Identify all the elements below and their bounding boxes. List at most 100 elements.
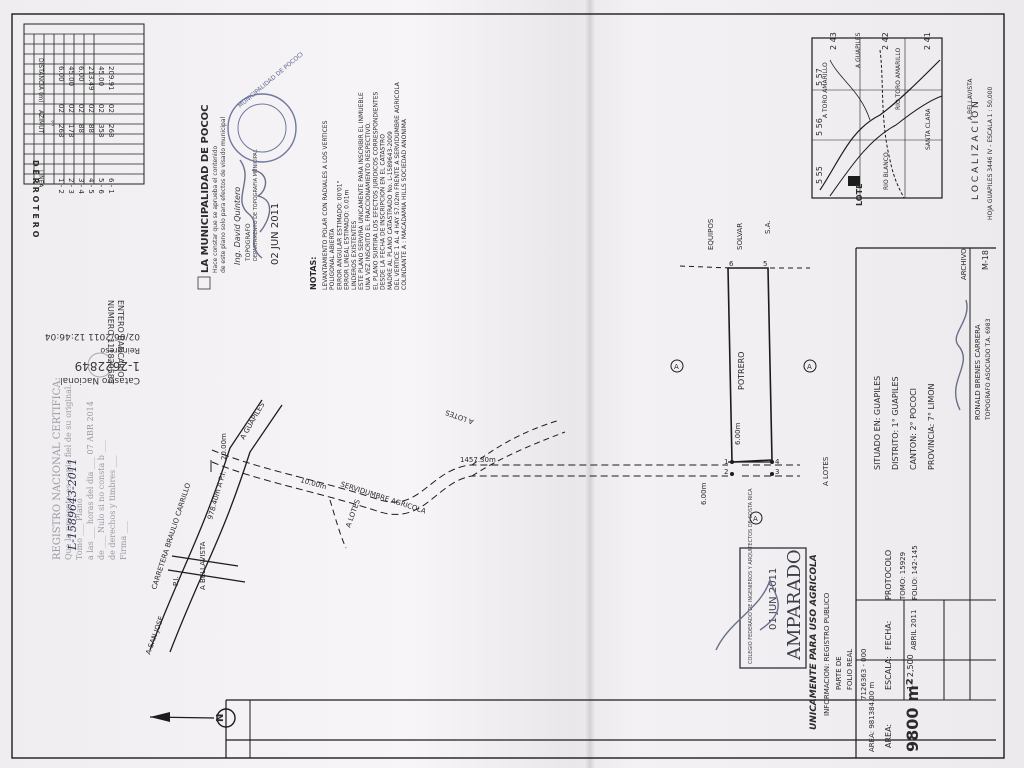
- colegio-date: 01 JUN 2011: [768, 568, 779, 630]
- vertex-6: 6: [729, 260, 734, 268]
- provincia: PROVINCIA: 7° LIMON: [927, 383, 936, 470]
- fecha-value: ABRIL 2011: [910, 610, 918, 650]
- parcel-potrero: [679, 265, 810, 476]
- derrotero-title: D E R R O T E R O: [31, 160, 40, 238]
- loc-grid-555: 5 55: [815, 166, 824, 184]
- municipalidad-stamp: LA MUNICIPALIDAD DE POCOC Hace constar q…: [197, 104, 281, 290]
- municipalidad-date: 02 JUN 2011: [270, 203, 281, 265]
- sheet-border: [11, 13, 1005, 759]
- loc-grid-241: 2 41: [923, 32, 932, 50]
- derrotero-cell: 45.00: [97, 66, 105, 86]
- derrotero-cell: 5 - 6: [97, 178, 105, 194]
- derrotero-cell: 268: [57, 124, 65, 137]
- distrito: DISTRITO: 1° GUAPILES: [891, 376, 900, 470]
- derrotero-cell: 88: [87, 124, 95, 133]
- loc-grid-556: 5 56: [815, 118, 824, 136]
- registro-folio-num: 7126363 - 000: [860, 648, 868, 700]
- label-a-lotes-2: A LOTES: [344, 498, 362, 529]
- catastro-number: 1-2622849: [75, 359, 140, 373]
- derrotero-cell: 209.91: [107, 66, 115, 91]
- registro-nacional-stamp: REGISTRO NACIONAL CERTIFICA: Que la pres…: [52, 352, 128, 560]
- registro-line-2: Que la presente es copia fiel de su orig…: [64, 384, 73, 560]
- loc-a-guapiles: A GUAPILES: [855, 32, 862, 68]
- protocolo-folio: FOLIO: 142-145: [911, 545, 919, 600]
- label-a-san-jose: A SAN JOSE: [144, 615, 165, 656]
- nota-line: ERROR LINEAL ESTIMADO: 0.01m: [344, 189, 351, 290]
- derrotero-cell: 213.49: [87, 66, 95, 91]
- label-a-guapiles: A GUAPILES: [239, 401, 267, 441]
- derrotero-cell: 02: [87, 104, 95, 113]
- derrotero-cell: 02: [77, 104, 85, 113]
- nota-line: ERROR ANGULAR ESTIMADO: 00'01": [336, 180, 343, 290]
- label-a-lotes-1: A LOTES: [444, 408, 475, 426]
- municipalidad-title: LA MUNICIPALIDAD DE POCOC: [200, 104, 211, 273]
- fecha-label: FECHA:: [884, 621, 893, 650]
- carretera-braulio-carrillo: [149, 399, 283, 653]
- servidumbre-agricola: [211, 419, 800, 549]
- label-width-6: 6.00m: [734, 422, 742, 445]
- label-solvar: SOLVAR: [736, 223, 744, 250]
- notas-title: NOTAS:: [309, 257, 318, 290]
- topografo-role: TOPOGRAFO ASOCIADO T.A. 6983: [985, 318, 992, 421]
- derrotero-cell: 45.00: [67, 66, 75, 86]
- derrotero-cell: 6.00: [57, 66, 65, 82]
- registro-line-4: a las ___ horas del dia ___ 07 ABR 2014: [86, 401, 95, 560]
- loc-lote: LOTE: [855, 183, 864, 206]
- vertex-3: 3: [775, 468, 779, 476]
- area-value: 9800 m²: [903, 678, 922, 752]
- derrotero-azimut-units: ° ': [47, 120, 54, 127]
- label-pi: P.I.: [172, 576, 180, 586]
- loc-rio-toro: RIO TORO AMARILLO: [895, 47, 902, 110]
- label-distance: 1457.30m: [460, 456, 496, 464]
- archivo-label: ARCHIVO: [960, 248, 968, 280]
- nota-line: EL PLANO SURTIRA LOS EFECTOS JURIDICOS C…: [372, 92, 379, 290]
- derrotero-cell: 358: [97, 124, 105, 137]
- vertex-4: 4: [775, 458, 780, 466]
- vertex-2: 2: [724, 468, 728, 476]
- derrotero-cell: 6 - 1: [107, 178, 115, 194]
- uso-agricola: UNICAMENTE PARA USO AGRICOLA: [809, 554, 819, 730]
- escala-value: 1 : 2,500: [906, 654, 915, 690]
- derrotero-cell: 4 - 5: [87, 178, 95, 194]
- protocolo-tomo: TOMO: 15929: [899, 552, 907, 601]
- lote-location-marker: [848, 176, 860, 186]
- municipalidad-role-1: TOPOGRAFO: [245, 223, 252, 262]
- canton: CANTON: 2° POCOCI: [909, 388, 918, 470]
- label-a-bellavista: A BELLAVISTA: [199, 541, 207, 590]
- registro-publico-title: INFORMACION: REGISTRO PUBLICO: [823, 592, 831, 716]
- registro-folio-real: FOLIO REAL: [846, 649, 854, 690]
- derrotero-cell: 02: [107, 104, 115, 113]
- loc-grid-242: 2 42: [881, 32, 890, 50]
- registro-line-1: REGISTRO NACIONAL CERTIFICA:: [52, 377, 63, 560]
- registro-line-6: de derechos y timbres ___: [108, 455, 117, 560]
- notas-lines: LEVANTAMIENTO POLAR CON RADIALES A LOS V…: [322, 81, 408, 290]
- vertex-5: 5: [763, 260, 767, 268]
- catastro-label: Reingreso: [100, 346, 140, 355]
- derrotero-cell: 88: [77, 124, 85, 133]
- municipalidad-sub-2: de este plano solo para efectos de visad…: [220, 116, 227, 273]
- derrotero-cell: 02: [97, 104, 105, 113]
- loc-grid-243: 2 43: [829, 32, 838, 50]
- topografo-signature: [954, 299, 968, 411]
- registro-handwritten-number: L-1589643-2011: [66, 458, 79, 551]
- registro-seal: [87, 352, 113, 378]
- registro-line-5: de ___ Nulo si no consta b ___: [97, 441, 106, 560]
- label-a-lotes-3: A LOTES: [822, 456, 830, 486]
- nota-line: UNA VEZ INSCRITO EL FRACCIONAMIENTO RESP…: [365, 122, 372, 290]
- derrotero-cell: 178: [67, 124, 75, 137]
- derrotero-cell: 3 - 4: [77, 178, 85, 194]
- entero-bancario: ENTERO BANCARIO NUMERO 111829585: [106, 300, 125, 384]
- label-width-6b: 6.00m: [700, 482, 708, 505]
- derrotero-cell: 02: [57, 104, 65, 113]
- catastro-datetime: 02/06/2011 12:46:04: [45, 331, 140, 341]
- label-equipos: EQUIPOS: [707, 218, 715, 250]
- north-arrow: N: [149, 708, 236, 728]
- label-carretera: CARRETERA BRAULIO CARRILLO: [150, 482, 192, 591]
- derrotero-header-azimut: AZIMUT: [37, 110, 44, 134]
- label-dist-pi: 978.40m A P.I.: [206, 470, 228, 520]
- registro-parte: PARTE DE: [835, 656, 843, 690]
- loc-hoja: HOJA GUAPILES 3446 IV - ESCALA 1 : 50,00…: [987, 86, 994, 220]
- circle-mark-2: A: [807, 363, 812, 371]
